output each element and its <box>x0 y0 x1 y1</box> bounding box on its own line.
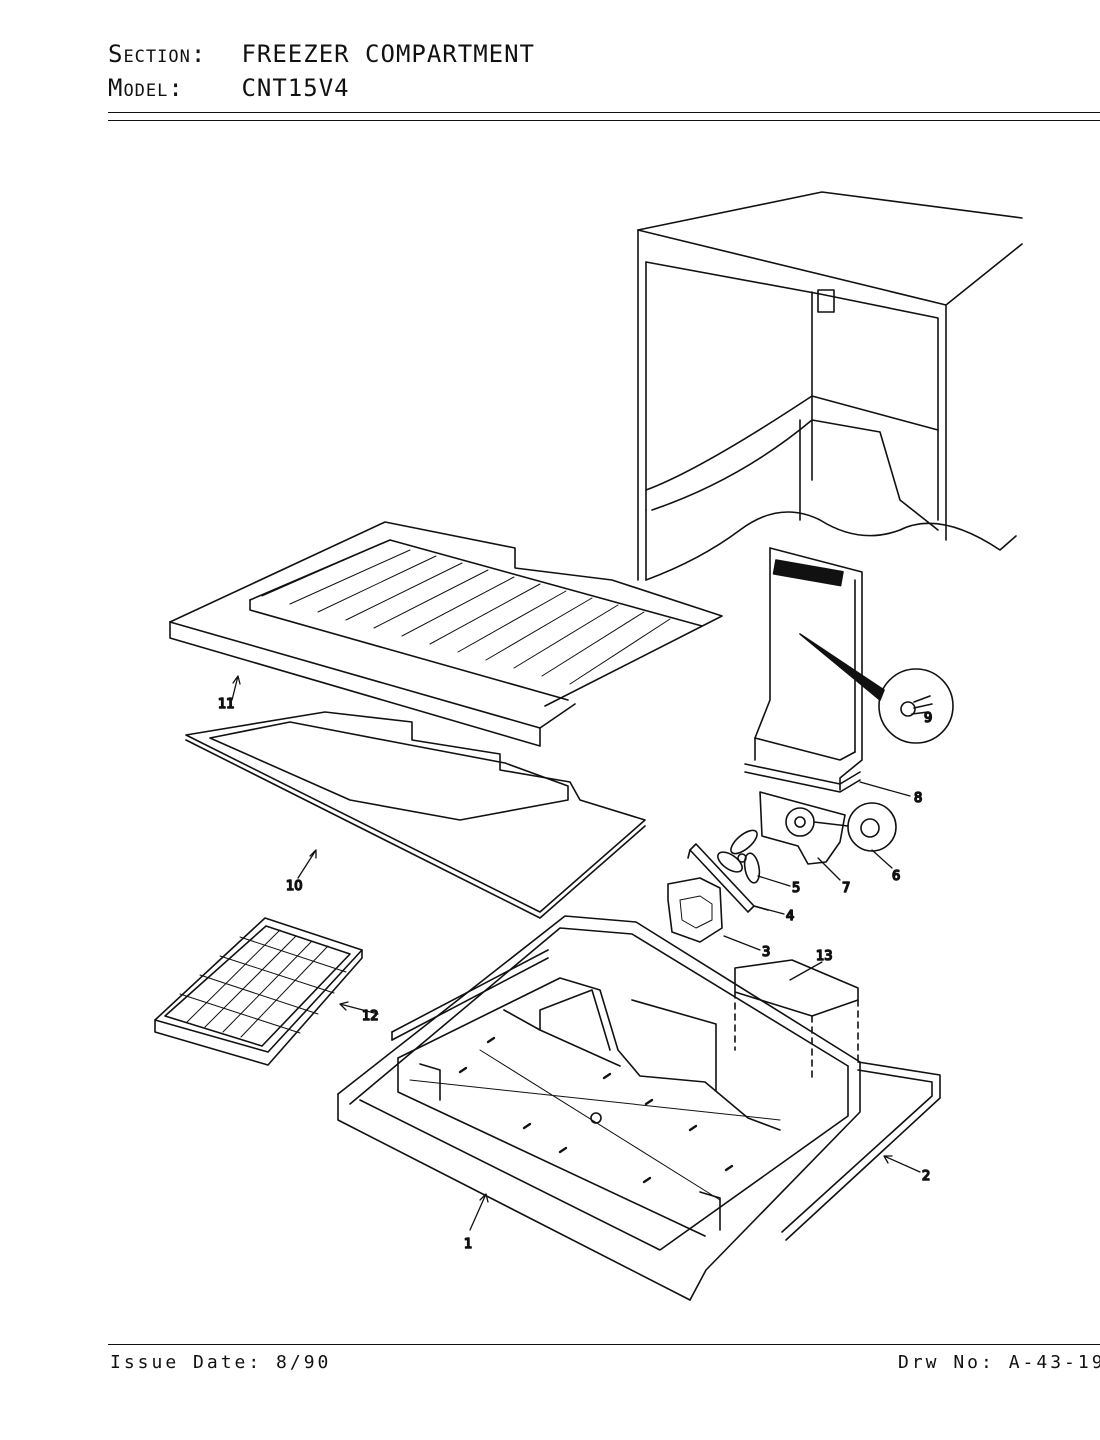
model-header: Model: CNT15V4 <box>108 74 350 102</box>
evaporator-cover-drawing <box>734 959 859 1081</box>
shelf-drawing <box>169 521 723 747</box>
shelf-grid-lines <box>261 541 671 685</box>
fan-motor-drawing <box>667 877 723 943</box>
model-value: CNT15V4 <box>241 74 350 102</box>
callout-6: 6 <box>892 869 900 884</box>
header-rule-top <box>108 112 1100 113</box>
cabinet-drawing <box>637 191 1023 581</box>
screw-icon <box>900 695 933 717</box>
fan-blade-icon <box>717 829 761 884</box>
issue-date: Issue Date: 8/90 <box>110 1352 332 1373</box>
callout-12: 12 <box>362 1009 379 1024</box>
ice-tray-drawing <box>154 917 363 1066</box>
screw-detail-circle <box>878 668 954 744</box>
callout-4: 4 <box>786 909 794 924</box>
grommet-detail-circle <box>847 802 897 852</box>
drawing-number: Drw No: A-43-19 <box>898 1352 1100 1373</box>
callout-10: 10 <box>286 879 303 894</box>
callout-11: 11 <box>218 697 235 712</box>
leader-lines <box>231 675 921 1231</box>
section-label: Section: <box>108 40 207 68</box>
floor-pan-slots <box>458 1036 734 1184</box>
fan-cover-drawing <box>744 547 863 793</box>
footer-rule <box>108 1344 1100 1345</box>
screw-leader-wedge <box>799 633 885 701</box>
callout-13: 13 <box>816 949 833 964</box>
callout-7: 7 <box>842 881 850 896</box>
callout-3: 3 <box>762 945 770 960</box>
grommet-icon <box>860 818 880 838</box>
section-header: Section: FREEZER COMPARTMENT <box>108 40 535 68</box>
ice-tray-cells <box>179 929 347 1038</box>
floor-pan-drawing <box>337 915 861 1301</box>
callout-9: 9 <box>924 711 932 726</box>
fan-plate-drawing <box>759 791 849 865</box>
callout-1: 1 <box>464 1237 472 1252</box>
callout-5: 5 <box>792 881 800 896</box>
section-value: FREEZER COMPARTMENT <box>241 40 535 68</box>
cover-panel-drawing <box>185 711 646 919</box>
header-rule-bottom <box>108 120 1100 121</box>
callout-2: 2 <box>922 1169 930 1184</box>
model-label: Model: <box>108 74 184 102</box>
callout-8: 8 <box>914 791 922 806</box>
